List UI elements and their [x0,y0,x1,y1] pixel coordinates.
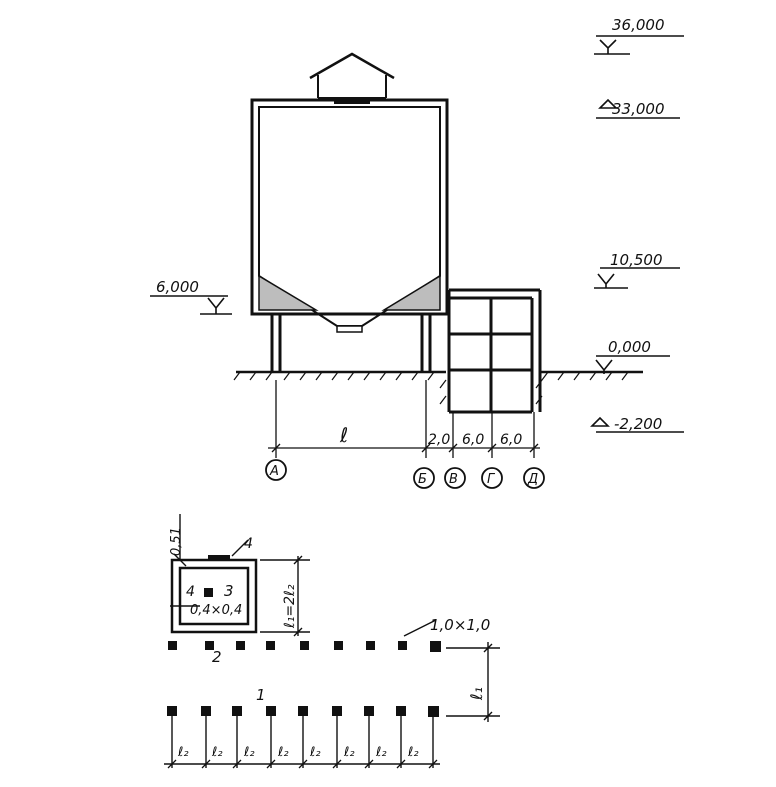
column-small-label: 0,4×0,4 [190,603,242,618]
marker-1: 1 [256,686,266,704]
axis-bubble [481,467,503,489]
elevation-label-hopper: 10,500 [610,251,663,269]
plan-view [164,514,500,769]
gallery-frame [447,288,542,414]
plan-wall-dim: 0,51 [169,527,184,556]
room-outline [170,558,258,634]
axis-label: Б [418,472,427,487]
axis-bubble [265,459,287,481]
hopper-fill-right [381,274,441,311]
bay-label: ℓ₂ [211,745,223,760]
elevation-label-ground: 0,000 [608,338,651,356]
elevation-label-eaves: 33,000 [612,100,665,118]
elevation-marks [150,35,684,433]
plan-span-formula: ℓ₁=2ℓ₂ [282,584,298,629]
axis-bubble [413,467,435,489]
elevation-label-top: 36,000 [612,16,665,34]
elevation-label-foundation: -2,200 [614,415,662,433]
bay-labels: ℓ₂ ℓ₂ ℓ₂ ℓ₂ ℓ₂ ℓ₂ ℓ₂ ℓ₂ [177,745,419,760]
outlet [336,325,363,333]
bay-label: ℓ₂ [277,745,289,760]
marker-4: 4 [244,536,253,552]
marker-2: 2 [212,648,222,666]
roof-monitor [309,52,395,80]
bay-label: ℓ₂ [177,745,189,760]
bay-label: ℓ₂ [407,745,419,760]
column-row-upper [168,641,441,652]
dim-label: 6,0 [500,432,522,448]
span-label: ℓ [339,423,348,447]
bunker-section [250,52,449,372]
elevation-label-platform: 6,000 [156,278,199,296]
room-door [208,555,230,561]
column-row-lower [167,706,439,717]
axis-label: Г [487,472,496,487]
row-spacing-label: ℓ₁ [467,687,486,701]
hopper-fill-left [258,274,319,311]
column-b [420,314,432,372]
column-large-label: 1,0×1,0 [430,616,490,634]
section-dimensions [268,380,540,458]
bay-label: ℓ₂ [243,745,255,760]
dim-label: 6,0 [462,432,484,448]
axis-label: Д [527,472,538,487]
bay-label: ℓ₂ [375,745,387,760]
column-small [204,588,213,597]
marker-3: 3 [224,582,234,600]
bay-label: ℓ₂ [309,745,321,760]
ground-line [233,370,643,405]
axis-markers [265,459,545,489]
axis-label: В [449,472,458,487]
bay-label: ℓ₂ [343,745,355,760]
marker-4: 4 [186,584,195,600]
axis-label: А [269,464,279,479]
bin-outline [250,98,449,316]
dim-label: 2,0 [428,432,450,448]
column-a [270,314,282,372]
axis-bubble [444,467,466,489]
axis-bubble [523,467,545,489]
